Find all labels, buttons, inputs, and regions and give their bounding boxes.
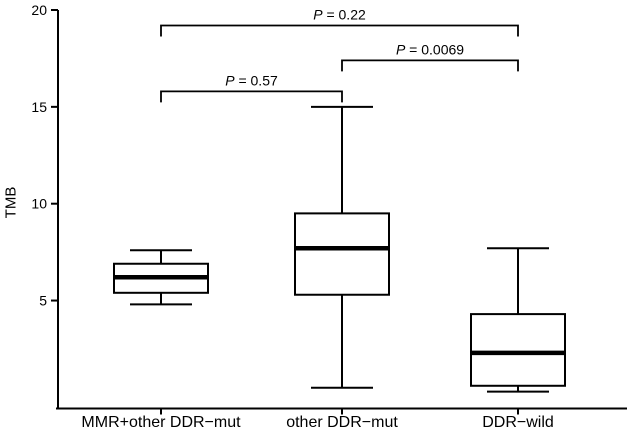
y-tick-label-15: 15	[31, 99, 47, 115]
p-value-label-0: P = 0.22	[313, 6, 366, 22]
significance-bracket-0	[160, 24, 519, 37]
y-tick-label-10: 10	[31, 196, 47, 212]
y-axis-title: TMB	[2, 186, 20, 219]
iqr-box-2	[470, 313, 566, 387]
category-label-other-ddr-mut: other DDR−mut	[286, 414, 398, 431]
p-value-label-1: P = 0.0069	[396, 41, 464, 57]
significance-bracket-1	[341, 59, 519, 72]
category-label-ddr-wild: DDR−wild	[482, 414, 554, 431]
y-tick-label-20: 20	[31, 2, 47, 18]
y-tick-label-5: 5	[39, 293, 47, 309]
p-value-label-2: P = 0.57	[225, 72, 278, 88]
iqr-box-1	[294, 212, 390, 296]
category-label-mmr-other-ddr-mut: MMR+other DDR−mut	[81, 414, 241, 431]
significance-bracket-2	[160, 90, 343, 103]
